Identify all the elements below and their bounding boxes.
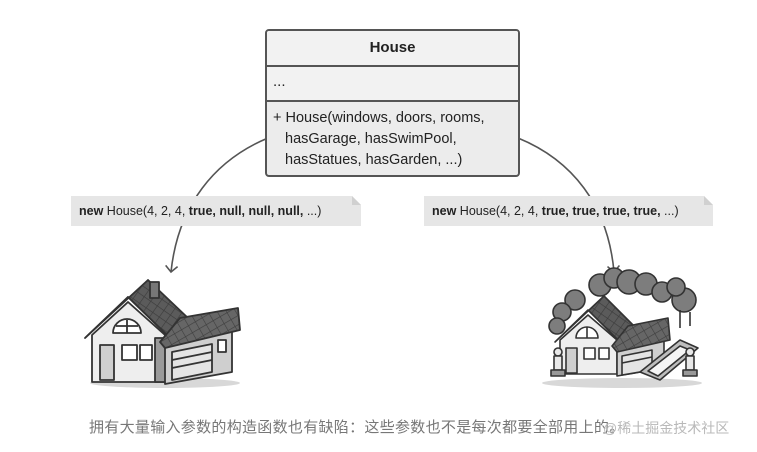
watermark: @稀土掘金技术社区 bbox=[603, 420, 730, 436]
arrow-to-simple-house bbox=[165, 137, 269, 274]
constructor-line-3: hasStatues, hasGarden, ...) bbox=[285, 152, 463, 168]
call-args: true, true, true, true, bbox=[541, 204, 661, 218]
constructor-line-2: hasGarage, hasSwimPool, bbox=[285, 131, 457, 147]
class-methods: + House(windows, doors, rooms, hasGarage… bbox=[267, 102, 518, 171]
call-args: true, null, null, null, bbox=[188, 204, 304, 218]
garden-trees bbox=[548, 267, 697, 335]
class-fields: ... bbox=[267, 67, 518, 102]
note-fancy-house-call: new House(4, 2, 4, true, true, true, tru… bbox=[424, 196, 714, 226]
simple-house-illustration bbox=[84, 279, 241, 388]
garden-statues bbox=[550, 347, 698, 377]
new-keyword: new bbox=[79, 204, 104, 218]
arrow-to-fancy-house bbox=[517, 137, 621, 274]
constructor-line-1: + House(windows, doors, rooms, bbox=[273, 110, 485, 126]
note-right-shape bbox=[424, 196, 713, 226]
call-tail: ...) bbox=[303, 204, 322, 218]
call-text: House(4, 2, 4, bbox=[456, 204, 542, 218]
note-simple-house-call: new House(4, 2, 4, true, null, null, nul… bbox=[71, 196, 361, 226]
fancy-house-illustration bbox=[542, 267, 702, 388]
class-name: House bbox=[267, 31, 518, 67]
new-keyword: new bbox=[432, 204, 457, 218]
note-left-shape bbox=[71, 196, 361, 226]
figure-caption: 拥有大量输入参数的构造函数也有缺陷：这些参数也不是每次都要全部用上的。 bbox=[89, 419, 625, 436]
house-class-box: House ... + House(windows, doors, rooms,… bbox=[265, 29, 520, 177]
call-text: House(4, 2, 4, bbox=[103, 204, 189, 218]
call-tail: ...) bbox=[660, 204, 679, 218]
